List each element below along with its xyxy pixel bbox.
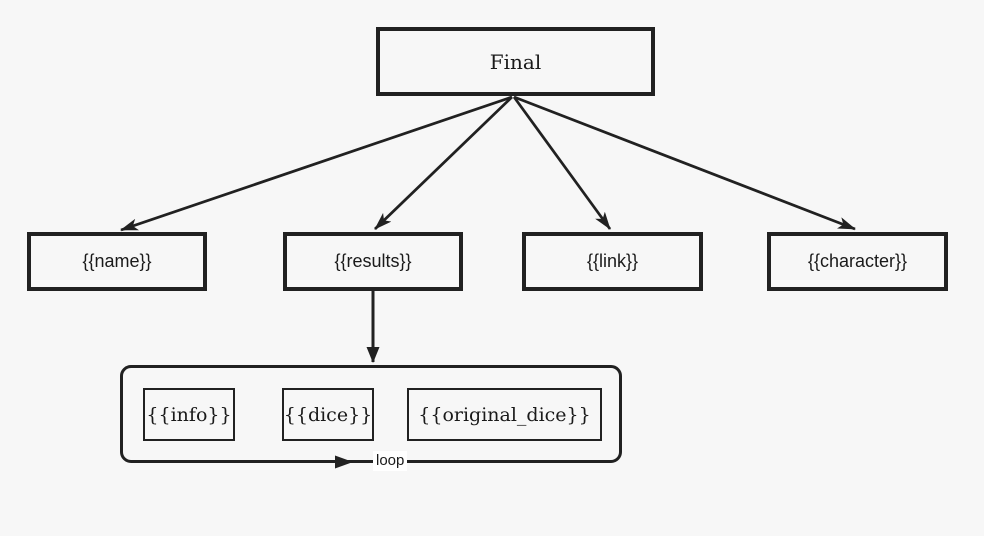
- edge-final-character: [513, 95, 856, 231]
- node-results: {{results}}: [283, 232, 463, 291]
- node-link: {{link}}: [522, 232, 703, 291]
- node-name: {{name}}: [27, 232, 207, 291]
- node-final: Final: [376, 27, 655, 96]
- edge-final-results: [374, 96, 513, 230]
- node-character: {{character}}: [767, 232, 948, 291]
- node-info: {{info}}: [143, 388, 235, 441]
- edge-final-link: [512, 96, 612, 230]
- loop-label: loop: [373, 451, 408, 471]
- node-original-dice: {{original_dice}}: [407, 388, 602, 441]
- node-dice: {{dice}}: [282, 388, 374, 441]
- edge-final-name: [120, 95, 513, 232]
